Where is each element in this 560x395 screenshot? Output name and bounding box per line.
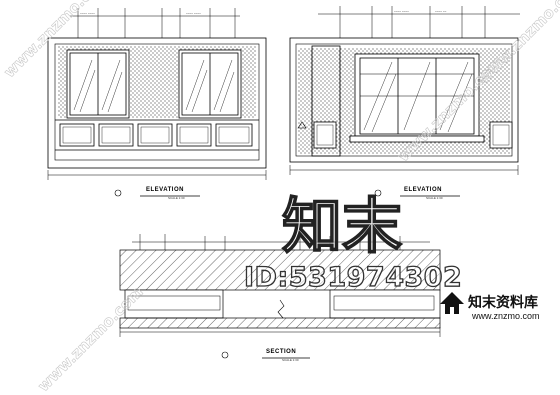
section-dimension-ticks bbox=[132, 234, 430, 250]
section-floor-strip bbox=[119, 317, 441, 329]
left-elevation: ~~~~ ~~~~ ~~~~ ~~~~ bbox=[47, 8, 267, 180]
right-bottom-dimension bbox=[289, 165, 519, 175]
right-pilaster-right bbox=[489, 121, 513, 149]
left-elevation-scale: SCALE 1:30 bbox=[168, 196, 185, 200]
left-window-2 bbox=[178, 49, 242, 119]
section-opening-left bbox=[124, 289, 224, 319]
right-level-marker bbox=[297, 121, 307, 129]
right-wall-outline bbox=[289, 37, 519, 163]
section-break-line bbox=[277, 299, 285, 319]
svg-text:~~~~ ~~~~: ~~~~ ~~~~ bbox=[394, 9, 409, 13]
cad-drawing-sheet: ~~~~ ~~~~ ~~~~ ~~~~ bbox=[47, 6, 520, 359]
right-dimension-ticks: ~~~~ ~~~~ ~~~~ ~~ bbox=[318, 6, 520, 38]
left-elevation-title: ELEVATION bbox=[146, 187, 184, 193]
left-wall-panel bbox=[54, 43, 260, 161]
left-window-1 bbox=[66, 49, 130, 119]
right-elevation-title: ELEVATION bbox=[404, 187, 442, 193]
right-elevation-marker bbox=[374, 189, 382, 197]
right-elevation-scale: SCALE 1:30 bbox=[426, 196, 443, 200]
right-bay-window bbox=[349, 53, 485, 143]
left-wainscot-panels bbox=[55, 119, 259, 151]
section-sill-left bbox=[127, 295, 221, 311]
section-opening-right bbox=[329, 289, 441, 319]
right-pilaster-left bbox=[311, 45, 341, 157]
right-elevation: ~~~~ ~~~~ ~~~~ ~~ bbox=[289, 6, 520, 175]
section-scale: SCALE 1:30 bbox=[282, 358, 299, 362]
left-dimension-ticks: ~~~~ ~~~~ ~~~~ ~~~~ bbox=[70, 8, 240, 38]
right-wall-panel bbox=[295, 43, 513, 157]
left-wall-outline bbox=[47, 37, 267, 169]
svg-text:~~~~ ~~~~: ~~~~ ~~~~ bbox=[186, 11, 201, 15]
house-roof-icon bbox=[440, 292, 464, 314]
brand-name: 知末资料库 bbox=[468, 295, 538, 311]
svg-text:~~~~ ~~~~: ~~~~ ~~~~ bbox=[80, 11, 95, 15]
section-title: SECTION bbox=[266, 349, 297, 355]
left-elevation-marker bbox=[114, 189, 122, 197]
svg-text:~~~~ ~~: ~~~~ ~~ bbox=[435, 9, 447, 13]
left-bottom-dimension bbox=[47, 170, 267, 180]
brand-url: www.znzmo.com bbox=[472, 311, 540, 321]
brand-badge: 知末资料库 www.znzmo.com bbox=[436, 290, 558, 326]
section-sill-right bbox=[333, 295, 435, 311]
section-plan bbox=[119, 234, 441, 337]
section-marker bbox=[221, 351, 229, 359]
section-hatched-wall bbox=[119, 249, 441, 291]
